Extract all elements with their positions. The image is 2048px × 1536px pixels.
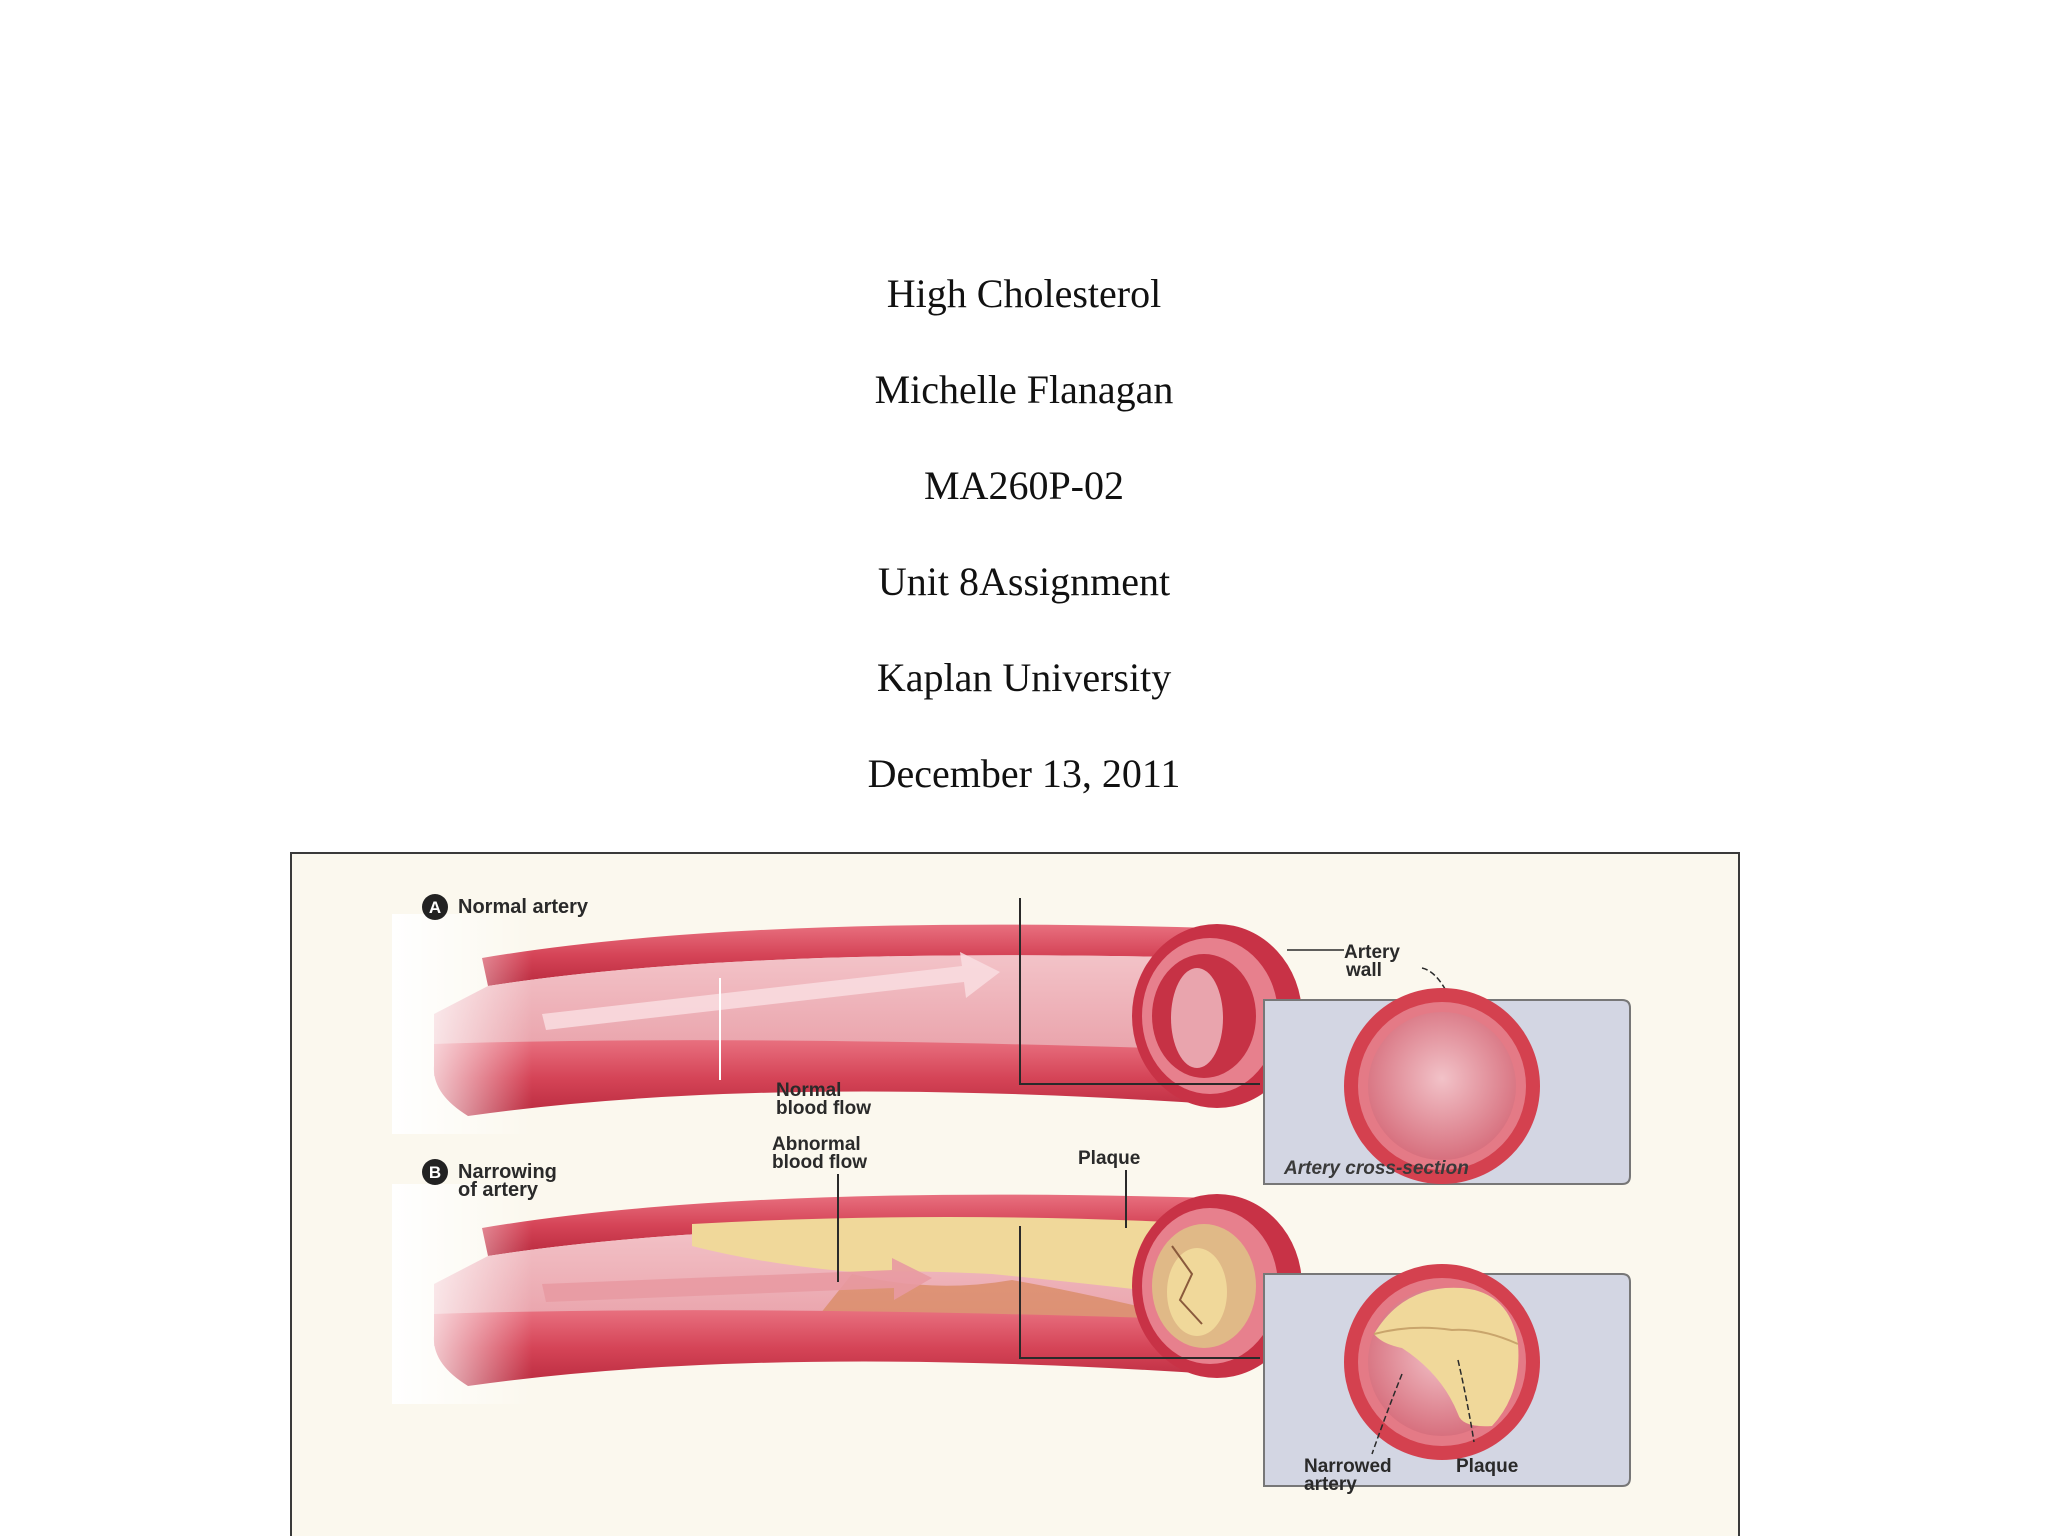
cross-section-panel: Artery cross-section: [1263, 988, 1631, 1185]
abnormal-flow-label: Abnormal: [772, 1134, 861, 1155]
normal-artery-drawing: [392, 914, 1302, 1134]
assignment-name: Unit 8Assignment: [877, 559, 1171, 604]
normal-flow-label: Normal: [776, 1080, 841, 1101]
artery-wall-label: Artery: [1344, 942, 1400, 963]
cross-section-label: Artery cross-section: [1283, 1158, 1469, 1179]
narrowed-artery-label: Narrowed: [1304, 1456, 1392, 1477]
plaque-label-top: Plaque: [1078, 1148, 1140, 1169]
badge-b-letter: B: [429, 1163, 441, 1182]
course-code: MA260P-02: [923, 463, 1125, 508]
badge-a-letter: A: [429, 898, 441, 917]
narrowed-artery-drawing: [392, 1184, 1302, 1404]
institution-name: Kaplan University: [876, 655, 1172, 700]
normal-artery-label: Normal artery: [458, 896, 589, 918]
badge-a: [422, 894, 448, 920]
document-title: High Cholesterol: [886, 271, 1162, 316]
plaque-label-bottom: Plaque: [1456, 1456, 1518, 1477]
narrowing-label: Narrowing: [458, 1161, 557, 1183]
narrowed-artery-label-2: artery: [1304, 1474, 1357, 1495]
normal-flow-label-2: blood flow: [776, 1098, 871, 1119]
author-name: Michelle Flanagan: [874, 367, 1174, 412]
narrowing-label-2: of artery: [458, 1179, 539, 1201]
artery-illustration: A Normal artery Artery wall Normal blood…: [290, 852, 1740, 1536]
badge-b: [422, 1159, 448, 1185]
artery-wall-label-2: wall: [1345, 960, 1382, 981]
abnormal-flow-label-2: blood flow: [772, 1152, 867, 1173]
document-date: December 13, 2011: [867, 751, 1181, 796]
narrowed-cross-section-panel: Narrowed artery Plaque: [1263, 1264, 1631, 1495]
